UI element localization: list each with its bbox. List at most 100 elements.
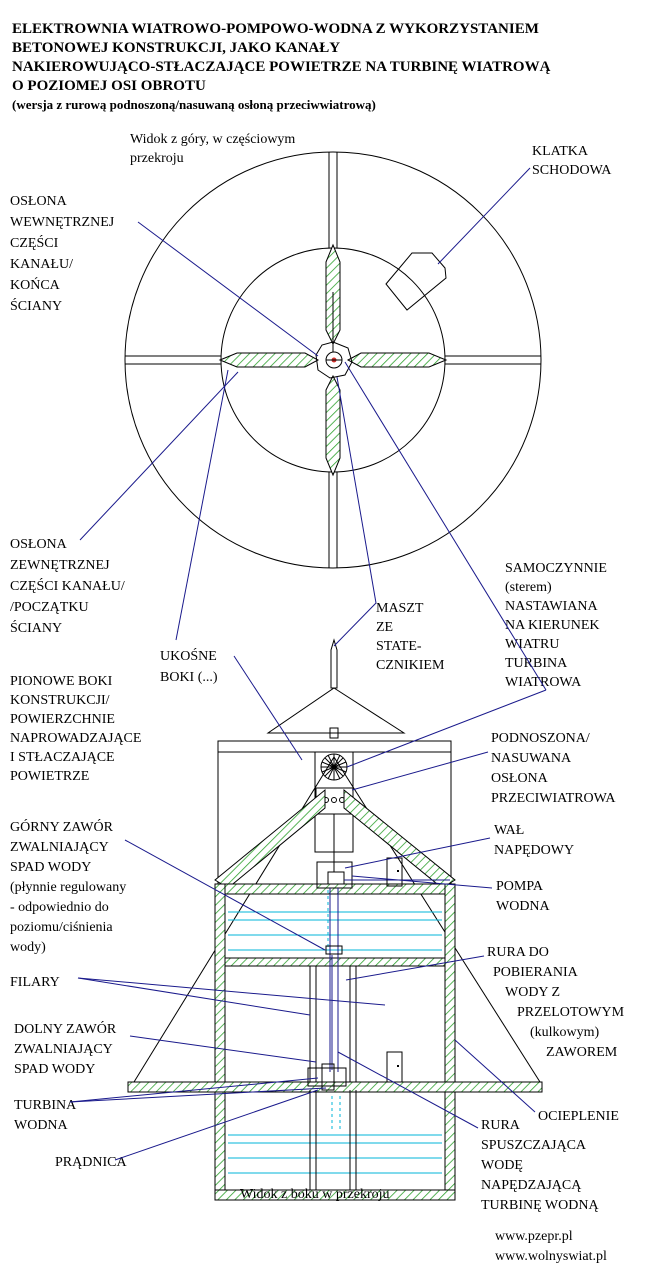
label-rura-pob-5: (kulkowym) [530,1025,600,1040]
label-pompa-1: POMPA [496,879,544,894]
label-pionowe-3: POWIERZCHNIE [10,712,115,727]
label-rura-pob-3: WODY Z [505,985,560,1000]
label-rura-pob-1: RURA DO [487,945,549,960]
label-pradnica: PRĄDNICA [55,1155,127,1170]
label-pionowe-5: I STŁACZAJĄCE [10,750,115,765]
label-pionowe-2: KONSTRUKCJI/ [10,693,110,708]
label-turbina-1: TURBINA [14,1098,77,1113]
label-rura-spu-5: TURBINĘ WODNĄ [481,1198,599,1213]
label-oslona-wew-6: ŚCIANY [10,297,62,314]
label-rura-pob-6: ZAWOREM [546,1045,618,1060]
label-oslona-zew-3: CZĘŚCI KANAŁU/ [10,577,125,594]
label-rura-spu-3: WODĘ [481,1158,523,1173]
label-rura-spu-2: SPUSZCZAJĄCA [481,1138,587,1153]
pipes [325,888,343,1130]
label-pionowe-6: POWIETRZE [10,769,89,784]
inner-wall-blades [218,243,448,477]
label-podnoszona-3: OSŁONA [491,771,549,786]
label-oslona-wew-5: KOŃCA [10,276,61,293]
label-klatka-1: KLATKA [532,144,589,159]
label-maszt-3: STATE- [376,639,422,654]
label-rura-spu-1: RURA [481,1118,521,1133]
outer-ring-walls [125,152,541,568]
door-upper [386,857,403,887]
label-gorny-1: GÓRNY ZAWÓR [10,818,114,835]
top-view-caption-2: przekroju [130,151,184,166]
label-oslona-wew-1: OSŁONA [10,194,68,209]
label-dolny-1: DOLNY ZAWÓR [14,1020,117,1037]
label-oslona-wew-3: CZĘŚCI [10,234,59,251]
label-samoczynnie-4: NA KIERUNEK [505,618,600,633]
top-view-caption-1: Widok z góry, w częściowym [130,132,295,147]
label-ukosne-2: BOKI (...) [160,670,218,685]
slope-wall-left [214,788,326,889]
leader-lines [69,167,547,1161]
label-ukosne-1: UKOŚNE [160,647,217,664]
label-gorny-7: wody) [10,940,46,955]
label-turbina-2: WODNA [14,1118,69,1133]
label-gorny-3: SPAD WODY [10,860,91,875]
label-filary: FILARY [10,975,60,990]
label-ocieplenie: OCIEPLENIE [538,1109,619,1124]
label-podnoszona-4: PRZECIWIATROWA [491,791,616,806]
label-rura-pob-2: POBIERANIA [493,965,579,980]
label-oslona-wew-4: KANAŁU/ [10,257,73,272]
title-line-4: O POZIOMEJ OSI OBROTU [12,78,206,94]
title-block: ELEKTROWNIA WIATROWO-POMPOWO-WODNA Z WYK… [12,21,551,112]
wide-floor-slab [127,1081,543,1093]
building-walls [127,883,543,1201]
label-gorny-4: (płynnie regulowany [10,880,126,895]
title-line-1: ELEKTROWNIA WIATROWO-POMPOWO-WODNA Z WYK… [12,21,539,37]
label-dolny-2: ZWALNIAJĄCY [14,1042,113,1057]
label-podnoszona-2: NASUWANA [491,751,572,766]
water-upper [228,911,442,951]
side-view-caption: Widok z boku w przekroju [240,1187,390,1202]
central-hub [315,341,353,379]
label-rura-spu-4: NAPĘDZAJĄCĄ [481,1178,582,1193]
label-oslona-zew-1: OSŁONA [10,537,68,552]
label-gorny-2: ZWALNIAJĄCY [10,840,109,855]
water-turbine-assembly [307,1063,357,1190]
label-samoczynnie-6: TURBINA [505,656,568,671]
label-samoczynnie-2: (sterem) [505,580,552,595]
label-pompa-2: WODNA [496,899,551,914]
title-line-5: (wersja z rurową podnoszoną/nasuwaną osł… [12,97,376,112]
slope-wall-right [343,788,456,889]
side-view: Widok z boku w przekroju SAMOCZYNNIE (st… [10,561,625,1213]
label-wal-2: NAPĘDOWY [494,843,574,858]
label-maszt-2: ZE [376,620,393,635]
label-rura-pob-4: PRZELOTOWYM [517,1005,625,1020]
canopy [266,638,406,739]
label-oslona-zew-4: /POCZĄTKU [10,600,89,615]
label-maszt-4: CZNIKIEM [376,658,445,673]
label-oslona-zew-5: ŚCIANY [10,619,62,636]
water-lower [228,1134,442,1174]
label-oslona-zew-2: ZEWNĘTRZNEJ [10,558,110,573]
title-line-2: BETONOWEJ KONSTRUKCJI, JAKO KANAŁY [12,40,340,56]
pump-assembly [316,814,450,889]
title-line-3: NAKIEROWUJĄCO-STŁACZAJĄCE POWIETRZE NA T… [12,59,551,75]
label-oslona-wew-2: WEWNĘTRZNEJ [10,215,115,230]
label-samoczynnie-3: NASTAWIANA [505,599,599,614]
pillars [309,966,357,1082]
label-pionowe-4: NAPROWADZAJĄCE [10,731,141,746]
label-gorny-6: poziomu/ciśnienia [10,920,113,935]
label-klatka-2: SCHODOWA [532,163,612,178]
footer-url-2: www.wolnyswiat.pl [495,1249,607,1264]
label-samoczynnie-5: WIATRU [505,637,559,652]
door-lower [386,1051,403,1083]
footer-url-1: www.pzepr.pl [495,1229,573,1244]
label-wal-1: WAŁ [494,823,524,838]
top-view: Widok z góry, w częściowym przekroju KLA… [10,132,612,636]
wind-turbine-icon [320,753,348,781]
label-podnoszona-1: PODNOSZONA/ [491,731,590,746]
label-samoczynnie-1: SAMOCZYNNIE [505,561,607,576]
label-maszt-1: MASZT [376,601,424,616]
label-pionowe-1: PIONOWE BOKI [10,674,113,689]
label-gorny-5: - odpowiednio do [10,900,109,915]
label-dolny-3: SPAD WODY [14,1062,95,1077]
label-samoczynnie-7: WIATROWA [505,675,582,690]
staircase-cage [385,252,447,311]
outer-circle [124,151,542,569]
